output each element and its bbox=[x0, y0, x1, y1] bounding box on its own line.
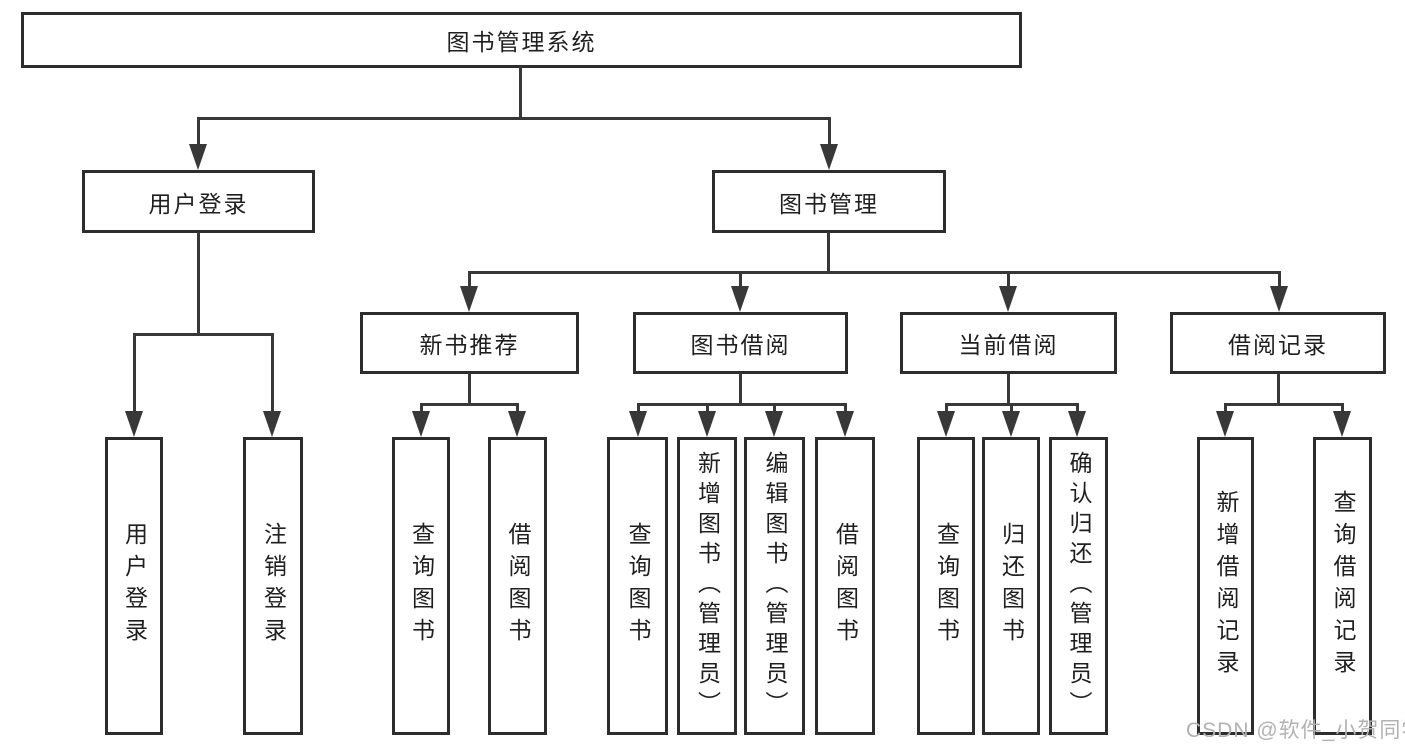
csdn-watermark: CSDN @软件_小贺同学 bbox=[1186, 719, 1405, 742]
leaf-add-borrow-record: 新增借阅记录 bbox=[1197, 437, 1254, 735]
leaf-add-books-admin: 新增图书（管理员） bbox=[677, 437, 737, 735]
connector-recommend-branch bbox=[420, 403, 518, 406]
arrow-into-current bbox=[999, 286, 1017, 312]
arrow-into-leaf bbox=[1068, 411, 1086, 437]
connector-stem bbox=[516, 403, 519, 415]
arrow-into-leaf bbox=[629, 411, 647, 437]
connector-stem bbox=[1224, 403, 1227, 415]
arrow-into-leaf-login bbox=[125, 411, 143, 437]
leaf-edit-books-admin: 编辑图书（管理员） bbox=[744, 437, 805, 735]
leaf-return-books: 归还图书 bbox=[982, 437, 1040, 735]
connector-stem bbox=[844, 403, 847, 415]
connector-stem bbox=[1010, 403, 1013, 415]
arrow-into-book-mgmt bbox=[820, 144, 838, 170]
connector-level3-branch bbox=[469, 271, 1281, 274]
arrow-into-records bbox=[1270, 286, 1288, 312]
leaf-query-books-recommend: 查询图书 bbox=[392, 437, 450, 735]
connector-stem bbox=[1076, 403, 1079, 415]
arrow-into-user-login bbox=[189, 144, 207, 170]
connector-stem-records bbox=[1278, 271, 1281, 289]
connector-stem bbox=[1341, 403, 1344, 415]
connector-stem bbox=[637, 403, 640, 415]
node-user-login: 用户登录 bbox=[82, 170, 315, 233]
arrow-into-leaf bbox=[698, 411, 716, 437]
arrow-into-leaf bbox=[508, 411, 526, 437]
connector-stem bbox=[420, 403, 423, 415]
arrow-into-leaf bbox=[1333, 411, 1351, 437]
node-book-management: 图书管理 bbox=[712, 170, 946, 233]
node-borrowing-records: 借阅记录 bbox=[1170, 312, 1386, 374]
node-current-borrowing: 当前借阅 bbox=[900, 312, 1117, 374]
arrow-into-leaf-logout bbox=[263, 411, 281, 437]
connector-stem-current bbox=[1007, 271, 1010, 289]
connector-stem-leaf-login bbox=[133, 333, 136, 413]
leaf-query-borrow-record: 查询借阅记录 bbox=[1313, 437, 1372, 735]
connector-records-stem bbox=[1277, 373, 1280, 406]
arrow-into-borrowing bbox=[731, 286, 749, 312]
connector-user-login-branch bbox=[133, 333, 274, 336]
arrow-into-recommend bbox=[460, 286, 478, 312]
connector-borrowing-branch bbox=[637, 403, 846, 406]
arrow-into-leaf bbox=[836, 411, 854, 437]
connector-stem-book-mgmt bbox=[828, 117, 831, 147]
connector-root-stem bbox=[519, 66, 522, 119]
connector-level1-branch bbox=[197, 117, 831, 120]
connector-stem-leaf-logout bbox=[271, 333, 274, 413]
leaf-borrow-books-recommend: 借阅图书 bbox=[488, 437, 547, 735]
node-book-borrowing: 图书借阅 bbox=[633, 312, 848, 374]
connector-stem bbox=[706, 403, 709, 415]
connector-borrowing-stem bbox=[739, 373, 742, 406]
leaf-user-login: 用户登录 bbox=[105, 437, 163, 735]
connector-stem-borrowing bbox=[739, 271, 742, 289]
connector-stem-recommend bbox=[468, 271, 471, 289]
leaf-borrow-books-borrowing: 借阅图书 bbox=[815, 437, 875, 735]
leaf-query-books-current: 查询图书 bbox=[917, 437, 975, 735]
leaf-confirm-return-admin: 确认归还（管理员） bbox=[1049, 437, 1108, 735]
leaf-query-books-borrowing: 查询图书 bbox=[607, 437, 668, 735]
arrow-into-leaf bbox=[1216, 411, 1234, 437]
arrow-into-leaf bbox=[1002, 411, 1020, 437]
connector-records-branch bbox=[1224, 403, 1343, 406]
arrow-into-leaf bbox=[937, 411, 955, 437]
leaf-logout: 注销登录 bbox=[243, 437, 303, 735]
connector-user-login-stem bbox=[197, 232, 200, 336]
connector-stem bbox=[773, 403, 776, 415]
arrow-into-leaf bbox=[412, 411, 430, 437]
connector-stem bbox=[945, 403, 948, 415]
connector-current-stem bbox=[1007, 373, 1010, 406]
arrow-into-leaf bbox=[765, 411, 783, 437]
connector-stem-user-login bbox=[197, 117, 200, 147]
node-library-management-system: 图书管理系统 bbox=[21, 12, 1022, 68]
connector-recommend-stem bbox=[468, 373, 471, 406]
connector-book-mgmt-stem bbox=[827, 232, 830, 274]
node-new-book-recommendation: 新书推荐 bbox=[360, 312, 579, 374]
